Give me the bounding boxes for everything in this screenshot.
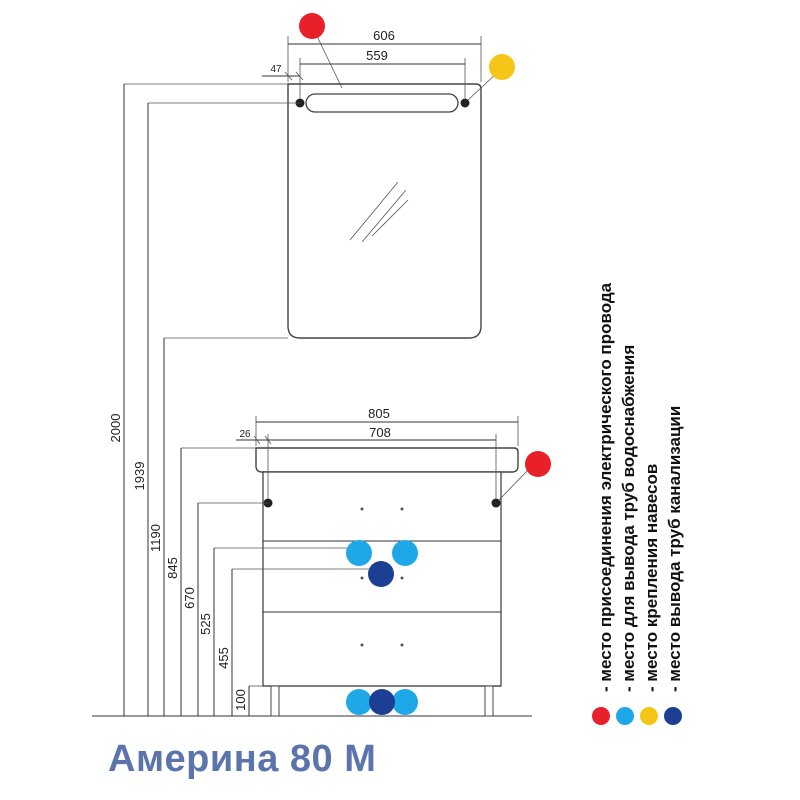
water-supply-marker-lower-right — [392, 689, 418, 715]
mirror-outline — [287, 83, 482, 339]
dim-559: 559 — [366, 48, 388, 63]
height-dimension-670: 670 — [182, 502, 268, 716]
mirror-mount-right — [460, 98, 470, 108]
height-dimension-1190: 1190 — [148, 337, 288, 716]
height-dimension-1939: 1939 — [132, 102, 300, 716]
sewer-marker-lower — [369, 689, 395, 715]
dim-47: 47 — [270, 64, 282, 75]
water-supply-marker-upper-left — [346, 540, 372, 566]
dim-845: 845 — [165, 557, 180, 579]
legend-swatch-water — [616, 707, 634, 725]
dim-805: 805 — [368, 406, 390, 421]
cabinet-width-dimension: 805 — [255, 406, 519, 446]
leg-left — [270, 685, 280, 717]
mirror-light-bar — [305, 93, 459, 113]
legend-item-water: - место для вывода труб водоснабжения — [619, 345, 638, 692]
legend-swatch-electric — [592, 707, 610, 725]
legend-swatch-mount — [640, 707, 658, 725]
mirror-mount-leader — [467, 71, 499, 101]
dim-455: 455 — [216, 647, 231, 669]
cabinet-mount-right — [491, 498, 501, 508]
dim-1190: 1190 — [148, 524, 163, 552]
dim-2000: 2000 — [108, 414, 123, 443]
mirror-mount-spacing-dimension: 559 — [299, 48, 466, 98]
height-dimension-845: 845 — [165, 447, 256, 716]
dim-1939: 1939 — [132, 462, 147, 491]
mirror-mount-marker — [489, 54, 515, 80]
cabinet — [255, 447, 551, 717]
legend: - место присоединения электрического про… — [592, 282, 684, 725]
height-dimension-100: 100 — [233, 685, 263, 716]
leg-right — [484, 685, 494, 717]
height-dimension-455: 455 — [216, 568, 369, 716]
mirror-mount-offset-dimension: 47 — [262, 64, 304, 81]
cabinet-electric-leader — [498, 469, 529, 501]
dim-100: 100 — [233, 689, 248, 711]
cabinet-electric-marker — [525, 451, 551, 477]
legend-item-mount: - место крепления навесов — [642, 464, 661, 692]
dim-670: 670 — [182, 587, 197, 609]
mirror-glare-2 — [361, 189, 407, 243]
mirror-electric-leader — [313, 29, 343, 89]
mirror-glare-1 — [349, 181, 399, 241]
dim-525: 525 — [198, 613, 213, 635]
dim-606: 606 — [373, 28, 395, 43]
height-dimension-525: 525 — [198, 547, 347, 716]
basin-top — [255, 447, 519, 473]
mirror — [287, 13, 515, 339]
dim-708: 708 — [369, 425, 391, 440]
mirror-glare-3 — [371, 199, 409, 237]
sewer-marker-upper — [368, 561, 394, 587]
legend-item-sewer: - место вывода труб канализации — [665, 406, 684, 692]
height-dimension-2000: 2000 — [108, 83, 288, 716]
legend-item-electric: - место присоединения электрического про… — [596, 282, 615, 692]
cabinet-mount-spacing-dimension: 708 — [267, 425, 497, 498]
water-supply-marker-lower-left — [346, 689, 372, 715]
cabinet-mount-offset-dimension: 26 — [236, 429, 272, 445]
mirror-electric-marker — [299, 13, 325, 39]
product-title: Америна 80 М — [108, 738, 377, 780]
mirror-width-dimension: 606 — [287, 28, 482, 82]
water-supply-marker-upper-right — [392, 540, 418, 566]
dim-26: 26 — [239, 429, 251, 440]
legend-swatch-sewer — [664, 707, 682, 725]
